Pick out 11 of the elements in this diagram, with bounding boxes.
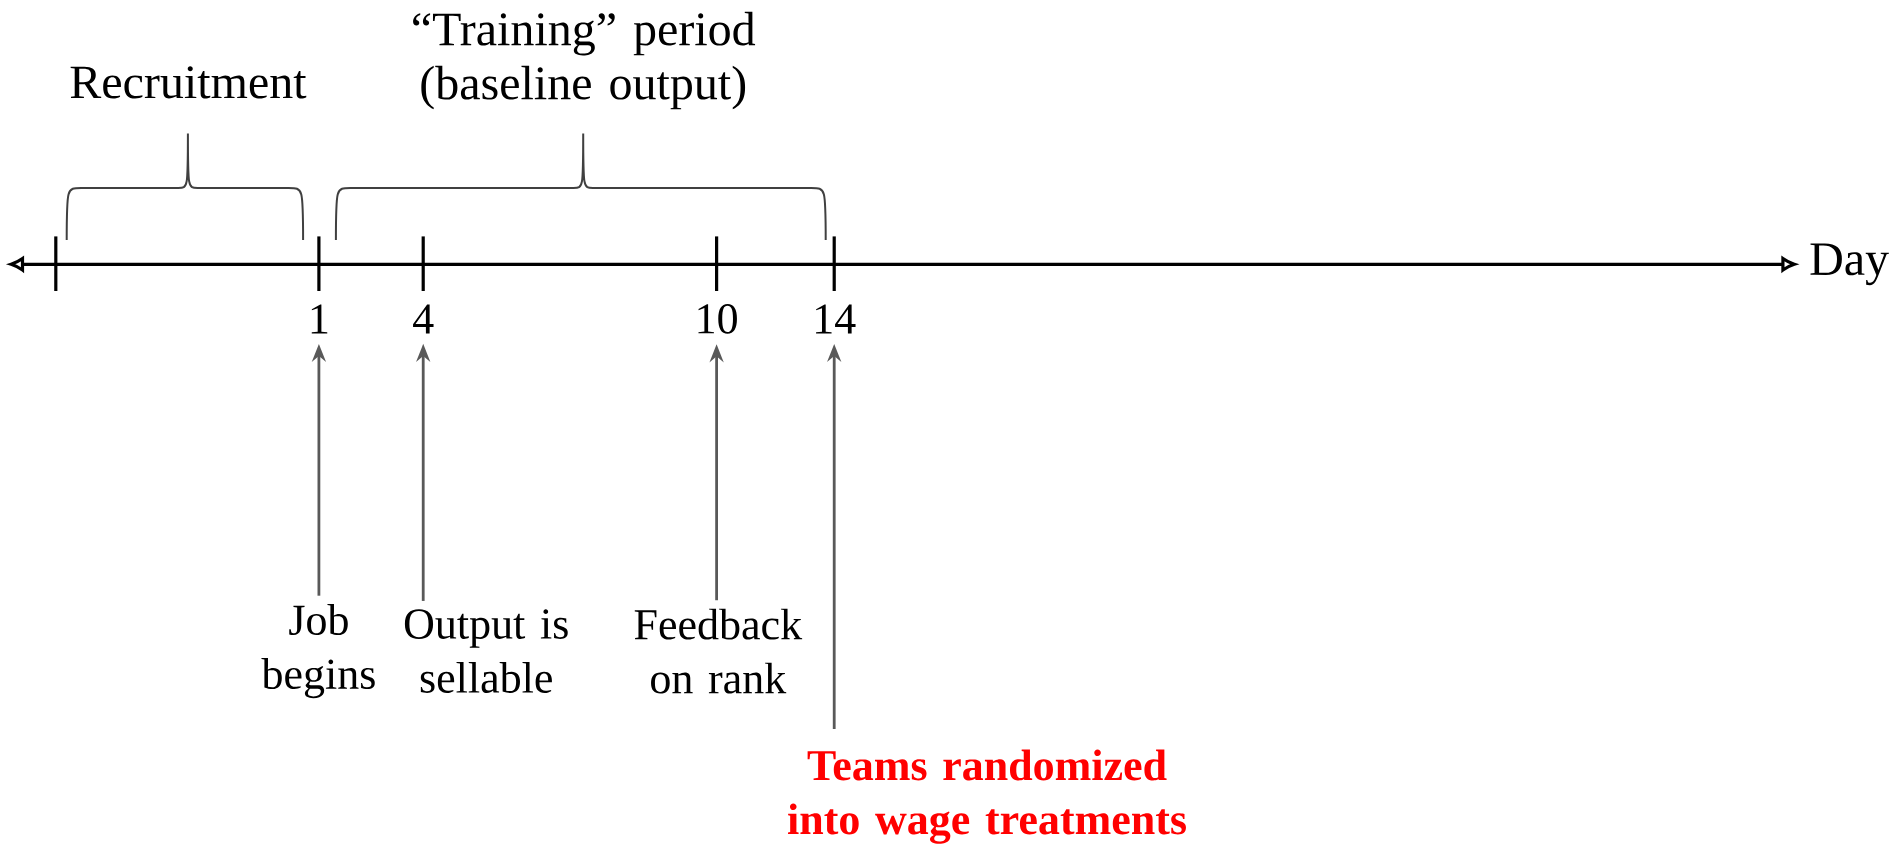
event-text: Teams randomized into wage treatments	[788, 749, 1186, 844]
label: “Training” period (baseline output)	[413, 11, 756, 110]
event-text: Output is sellable	[404, 609, 568, 693]
tick-label: 10	[698, 304, 737, 334]
event-text: Job begins	[261, 604, 375, 699]
event-text: Feedback on rank	[634, 608, 803, 694]
tick-label: 1	[311, 304, 328, 334]
label: Day	[1810, 243, 1889, 286]
tick-label: 4	[413, 304, 434, 334]
label: Recruitment	[70, 66, 307, 99]
tick-label: 14	[816, 304, 856, 334]
